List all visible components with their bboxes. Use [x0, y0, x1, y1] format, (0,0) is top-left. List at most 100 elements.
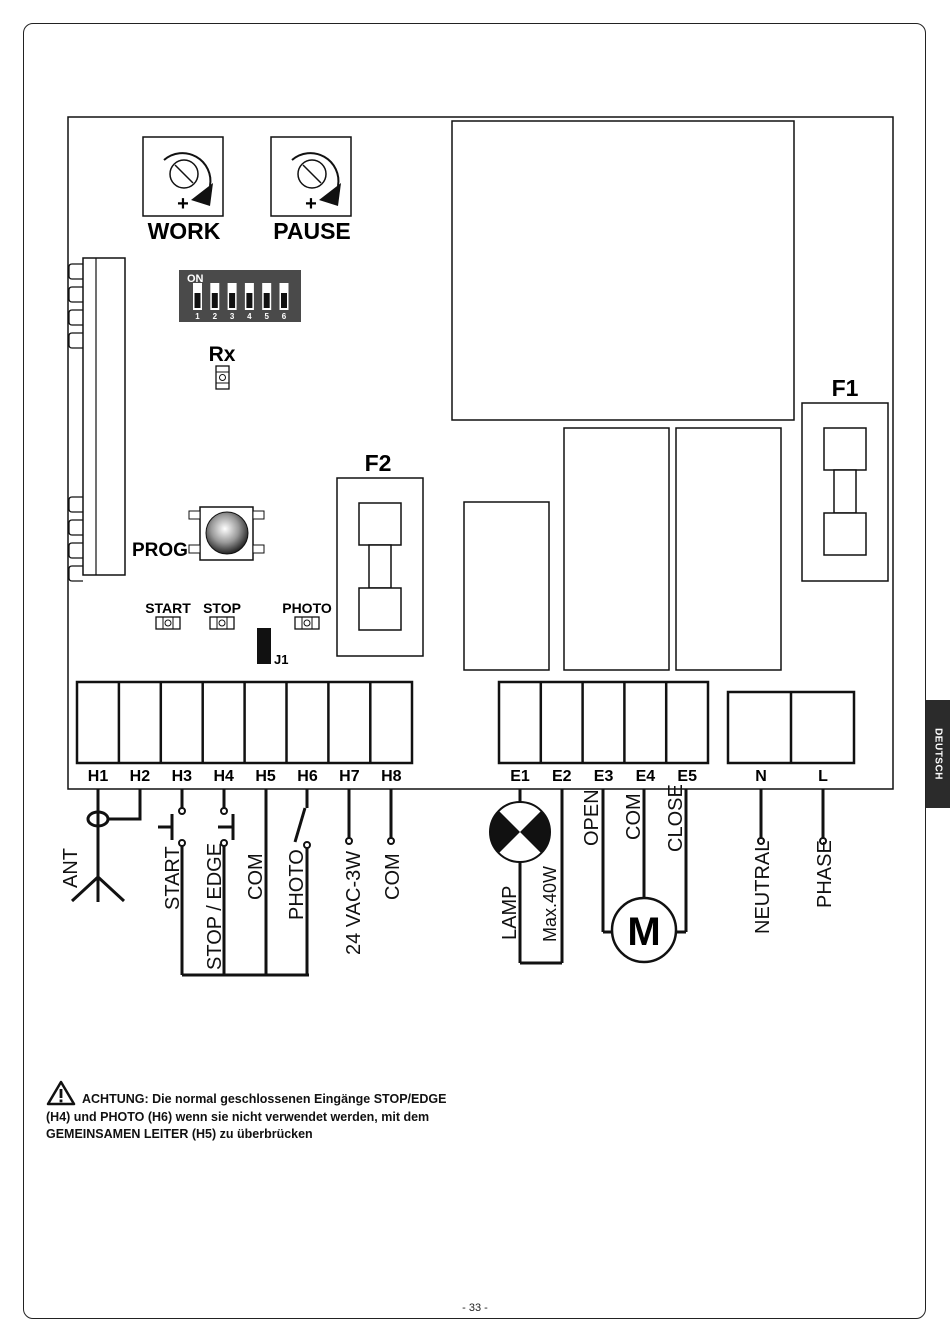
vac-label: 24 VAC-3W [343, 851, 365, 955]
com-label-h5: COM [245, 853, 267, 900]
contact-dot [757, 837, 765, 845]
lamp-max-label: Max.40W [540, 866, 560, 942]
pause-label: PAUSE [273, 218, 351, 244]
pause-trimmer: + PAUSE [270, 136, 352, 244]
rx-label: Rx [209, 343, 236, 366]
relay-1 [463, 501, 550, 671]
prog-button [188, 506, 265, 561]
motor-icon: M [610, 896, 678, 964]
open-label: OPEN [581, 789, 603, 846]
terminal-label-h: H3 [172, 768, 193, 785]
transformer-block [451, 120, 795, 421]
photo-label-h6: PHOTO [286, 849, 308, 920]
terminal-label-h: H8 [381, 768, 402, 785]
connector-pin [68, 496, 83, 513]
svg-text:+: + [177, 193, 189, 215]
rx-led [215, 365, 230, 390]
start-led-label: START [145, 600, 191, 616]
connector-pin [68, 309, 83, 326]
status-led [155, 616, 181, 630]
wiring [70, 789, 825, 977]
contact-dot [178, 807, 186, 815]
dip-number: 5 [264, 312, 269, 321]
motor-label: M [627, 910, 660, 954]
dip-switch-3: 3 [227, 283, 237, 321]
trimmer-icon [169, 159, 199, 189]
dip-number: 2 [213, 312, 218, 321]
f2-label: F2 [365, 450, 392, 476]
neutral-label: NEUTRAL [752, 841, 774, 934]
connector-pin [68, 565, 83, 582]
stop-edge-label: STOP / EDGE [204, 843, 226, 970]
terminal-block-power [726, 690, 856, 765]
connector-pin [68, 542, 83, 559]
stop-led-label: STOP [203, 600, 241, 616]
com-label-e4: COM [623, 793, 645, 840]
com-label-h8: COM [382, 853, 404, 900]
dip-switch-5: 5 [262, 283, 272, 321]
work-trimmer: + WORK [142, 136, 224, 244]
prog-label: PROG [132, 540, 188, 561]
f1-label: F1 [832, 375, 859, 401]
contact-dot [178, 839, 186, 847]
page-frame [23, 23, 926, 1319]
dip-switch: ON 1 2 3 4 5 6 [179, 270, 301, 322]
terminal-label-e: E1 [510, 768, 530, 785]
relay-3 [675, 427, 782, 671]
language-tab: DEUTSCH [926, 700, 950, 808]
dip-switch-1: 1 [193, 283, 202, 321]
radio-connector [68, 257, 126, 582]
j1-label: J1 [274, 652, 288, 667]
dip-switch-4: 4 [244, 283, 254, 321]
phase-label: PHASE [814, 840, 836, 908]
status-led [209, 616, 235, 630]
terminal-label-e: E2 [552, 768, 572, 785]
work-label: WORK [148, 218, 221, 244]
contact-dot [220, 839, 228, 847]
control-board [67, 116, 894, 790]
contact-dot [819, 837, 827, 845]
terminal-label-e: E4 [636, 768, 656, 785]
relay-2 [563, 427, 670, 671]
lamp-icon [489, 801, 551, 863]
terminal-label-e: E3 [594, 768, 614, 785]
terminal-label-h: H2 [130, 768, 151, 785]
start-label: START [162, 846, 184, 910]
dip-number: 3 [230, 312, 235, 321]
svg-text:+: + [305, 193, 317, 215]
terminal-label-h: H6 [297, 768, 318, 785]
connector-pin [68, 286, 83, 303]
trimmer-icon [297, 159, 327, 189]
contact-dot [220, 807, 228, 815]
dip-on-label: ON [187, 273, 204, 285]
close-label: CLOSE [665, 784, 687, 852]
warning-icon [46, 1080, 76, 1106]
contact-dot [387, 837, 395, 845]
lamp-label: LAMP [499, 886, 521, 940]
terminal-label-h: H5 [255, 768, 276, 785]
page-number: - 33 - [462, 1302, 488, 1314]
f1-fuse [801, 402, 889, 582]
terminal-block-e [497, 680, 710, 765]
photo-led-label: PHOTO [282, 600, 332, 616]
status-led [294, 616, 320, 630]
dip-number: 4 [247, 312, 252, 321]
contact-dot [303, 841, 311, 849]
warning-text: ACHTUNG: Die normal geschlossenen Eingän… [46, 1092, 447, 1141]
terminal-label-h: H4 [213, 768, 234, 785]
dip-number: 6 [282, 312, 287, 321]
terminal-label-power: N [755, 768, 767, 785]
connector-pin [68, 263, 83, 280]
contact-dot [345, 837, 353, 845]
terminal-label-e: E5 [677, 768, 697, 785]
j1-jumper [257, 628, 271, 664]
connector-pin [68, 519, 83, 536]
f2-fuse [336, 477, 424, 657]
dip-switch-2: 2 [210, 283, 220, 321]
terminal-label-h: H1 [88, 768, 109, 785]
terminal-block-h [75, 680, 414, 765]
connector-pin [68, 332, 83, 349]
dip-number: 1 [195, 312, 200, 321]
warning-note: ACHTUNG: Die normal geschlossenen Eingän… [46, 1080, 466, 1144]
